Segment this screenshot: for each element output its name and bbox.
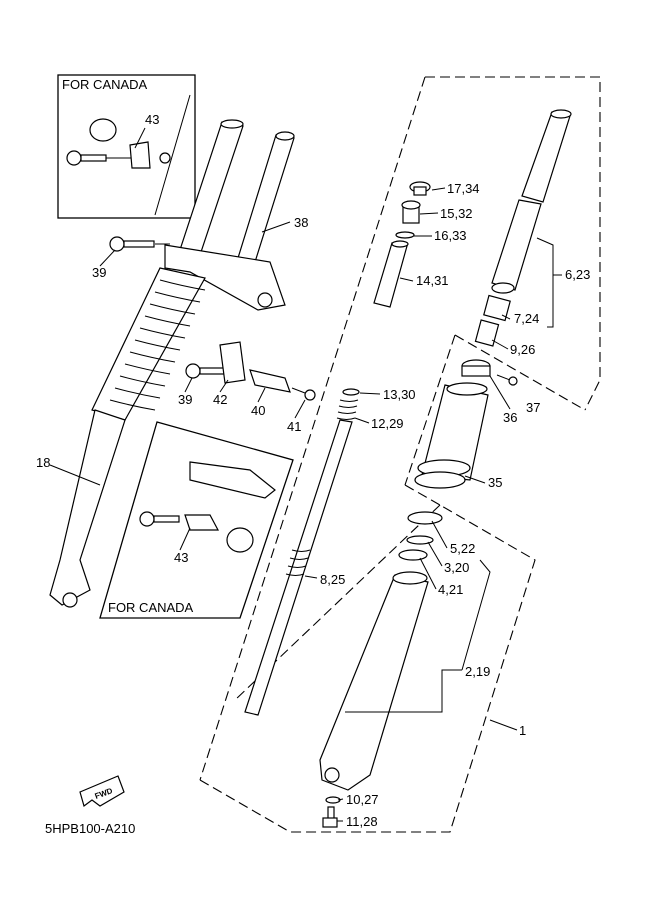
callout-8-25: 8,25 (320, 572, 345, 587)
callout-43: 43 (145, 112, 159, 127)
seal-5 (407, 511, 443, 525)
assembly-outline-bottom (199, 504, 536, 833)
bolt-15 (401, 200, 421, 224)
oring-16 (395, 231, 415, 239)
leader-lines (49, 127, 562, 822)
spring-12 (336, 399, 359, 420)
callout-41: 41 (287, 419, 301, 434)
callout-15-32: 15,32 (440, 206, 473, 221)
callout-35: 35 (488, 475, 502, 490)
callout-10-27: 10,27 (346, 792, 379, 807)
bushing-9 (474, 319, 500, 347)
callout-40: 40 (251, 403, 265, 418)
bolt-39-upper (109, 236, 170, 252)
callout-4-21: 4,21 (438, 582, 463, 597)
seal-4 (398, 549, 428, 561)
canada-label-bottom: FOR CANADA (108, 600, 194, 615)
bushing-7 (483, 294, 511, 322)
callout-9-26: 9,26 (510, 342, 535, 357)
callout-2-19: 2,19 (465, 664, 490, 679)
fwd-arrow-logo: FWD (79, 775, 125, 808)
bolt-39-lower (185, 363, 227, 379)
spring-8 (285, 549, 311, 576)
screw-41 (291, 387, 316, 401)
callout-39: 39 (178, 392, 192, 407)
canada-top-parts (66, 94, 191, 216)
boot-group-outline-left (404, 334, 456, 486)
canada-label-top: FOR CANADA (62, 77, 148, 92)
fork-leg-assembly-18 (49, 119, 295, 608)
bolt-11 (322, 806, 338, 828)
callout-17-34: 17,34 (447, 181, 480, 196)
callout-36: 36 (503, 410, 517, 425)
callout-14-31: 14,31 (416, 273, 449, 288)
boot-group-outline-bottom (404, 484, 441, 506)
callout-12-29: 12,29 (371, 416, 404, 431)
clip-3 (406, 535, 434, 545)
inner-tube-2 (319, 571, 429, 791)
callout-1: 1 (519, 723, 526, 738)
canada-inset-top (57, 74, 196, 219)
callout-3-20: 3,20 (444, 560, 469, 575)
screw-37 (496, 374, 518, 386)
cap-17 (409, 181, 431, 196)
boot-35 (414, 382, 489, 489)
spacer-14 (373, 240, 409, 308)
callout-42: 42 (213, 392, 227, 407)
callout-37: 37 (526, 400, 540, 415)
callout-13-30: 13,30 (383, 387, 416, 402)
callout-38: 38 (294, 215, 308, 230)
outer-tube-6 (491, 109, 572, 294)
callout-6-23: 6,23 (565, 267, 590, 282)
callout-18: 18 (36, 455, 50, 470)
callout-39: 39 (92, 265, 106, 280)
canada-bottom-parts (139, 461, 276, 553)
callout-7-24: 7,24 (514, 311, 539, 326)
callout-5-22: 5,22 (450, 541, 475, 556)
diagram-code: 5HPB100-A210 (45, 821, 135, 836)
bracket-42 (219, 341, 246, 384)
washer-10 (325, 796, 341, 804)
washer-13 (342, 388, 360, 396)
clamp-36 (461, 359, 491, 377)
canada-inset-bottom (99, 421, 294, 619)
boot-group-outline (454, 334, 586, 411)
callout-11-28: 11,28 (346, 814, 378, 829)
callout-43: 43 (174, 550, 188, 565)
damper-group-outline (234, 504, 441, 701)
guide-40 (249, 369, 291, 393)
callout-16-33: 16,33 (434, 228, 467, 243)
assembly-outline-left (199, 76, 426, 781)
